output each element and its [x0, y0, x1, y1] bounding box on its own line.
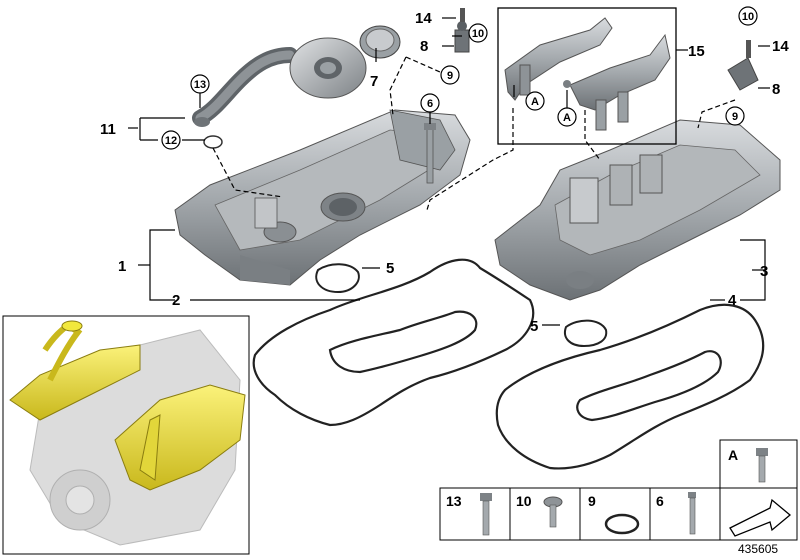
- callouts: 1 2 5 3 4 5 11 7 15 14 8 14 8 13 12 6 10…: [100, 6, 789, 335]
- document-number: 435605: [738, 542, 778, 556]
- engine-inset: [2, 315, 250, 555]
- callout-3: 3: [760, 263, 768, 280]
- screw-10-icon: [543, 496, 563, 528]
- kit-15-parts: [504, 17, 671, 131]
- callout-2: 2: [172, 292, 180, 309]
- table-cell-9: 9: [588, 493, 596, 509]
- spark-seal-right: [564, 319, 608, 348]
- table-cell-10: 10: [516, 493, 532, 509]
- bolt-A-icon: [756, 448, 768, 483]
- bolt-13-icon: [480, 493, 492, 536]
- callout-12: 12: [165, 135, 177, 147]
- kit-15-frame: [497, 7, 677, 145]
- leader-lines: [128, 17, 770, 326]
- oil-filler-assembly: [192, 25, 401, 149]
- callout-15: 15: [688, 43, 705, 60]
- callout-8-right: 8: [772, 81, 780, 98]
- screw-part-6: [424, 123, 436, 184]
- callout-14-left: 14: [415, 10, 432, 27]
- callout-A-1: A: [531, 96, 539, 108]
- screw-6-icon: [688, 492, 696, 535]
- callout-11: 11: [100, 121, 116, 138]
- table-cell-6: 6: [656, 493, 664, 509]
- callout-8-left: 8: [420, 38, 428, 55]
- sensor-left: [454, 8, 470, 53]
- callout-9-right: 9: [732, 111, 738, 123]
- table-cell-13: 13: [446, 493, 462, 509]
- right-gasket: [495, 303, 765, 470]
- callout-14-right: 14: [772, 38, 789, 55]
- arrow-icon: [729, 498, 792, 537]
- callout-4: 4: [728, 292, 737, 309]
- callout-10-right: 10: [742, 11, 754, 23]
- callout-7: 7: [370, 73, 378, 90]
- callout-9-left: 9: [447, 70, 453, 82]
- table-cell-A: A: [728, 447, 738, 463]
- callout-10-left: 10: [472, 28, 484, 40]
- left-gasket: [252, 258, 535, 427]
- spark-seal-left: [315, 263, 360, 294]
- callout-A-2: A: [563, 112, 571, 124]
- callout-5-left: 5: [386, 260, 394, 277]
- callout-5-right: 5: [530, 318, 538, 335]
- parts-table: [439, 439, 798, 541]
- callout-6: 6: [427, 98, 433, 110]
- left-valve-cover: [174, 109, 471, 286]
- callout-13: 13: [194, 79, 206, 91]
- right-valve-cover: [494, 119, 781, 301]
- callout-1: 1: [118, 258, 126, 275]
- sensor-right: [727, 40, 759, 91]
- seal-ring-9-icon: [604, 513, 640, 535]
